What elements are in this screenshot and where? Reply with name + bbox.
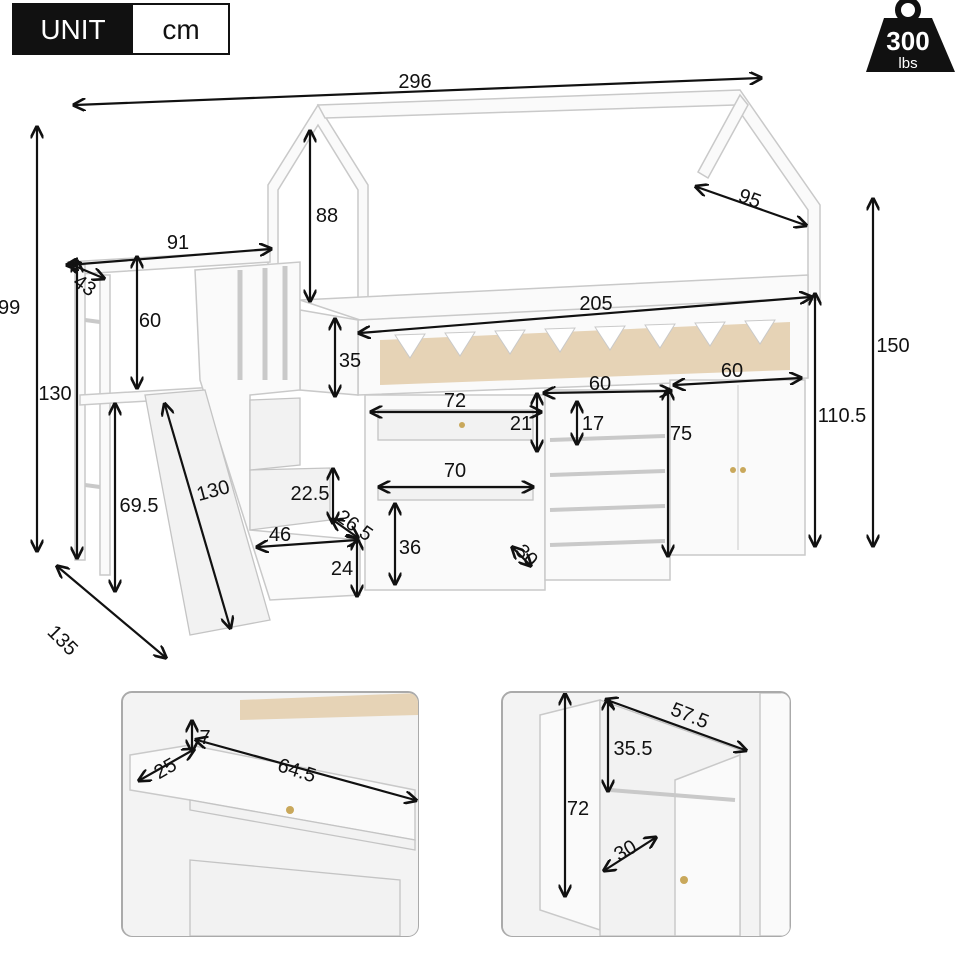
drawer-height-label: 21: [510, 413, 532, 435]
guard-height-label: 60: [139, 310, 161, 332]
drawer-section-width-label: 72: [444, 390, 466, 412]
rail-height-label: 35: [339, 350, 361, 372]
weight-capacity-icon: 300 lbs: [866, 0, 955, 72]
unit-value: cm: [162, 14, 199, 45]
weight-value: 300: [886, 26, 929, 56]
shelf-spacing-label: 17: [582, 413, 604, 435]
platform-height-label: 130: [38, 383, 71, 405]
under-platform-height-label: 69.5: [120, 495, 159, 517]
drawer-height-detail-label: 7: [199, 727, 210, 749]
weight-unit: lbs: [898, 55, 917, 72]
unit-indicator: UNIT cm: [12, 3, 230, 55]
shelf-section-width-label: 60: [589, 373, 611, 395]
total-height-label: 150: [876, 335, 909, 357]
wardrobe-width-label: 60: [721, 360, 743, 382]
overall-height-label: 99: [0, 297, 20, 319]
overall-length-label: 296: [398, 71, 431, 93]
step-height-label: 22.5: [291, 483, 330, 505]
dimension-lines: [37, 78, 873, 657]
overall-depth-label: 135: [43, 621, 82, 660]
bed-length-label: 205: [579, 293, 612, 315]
bed-illustration: [66, 89, 821, 636]
roof-height-label: 88: [316, 205, 338, 227]
cabinet-height-label: 75: [670, 423, 692, 445]
desk-width-label: 70: [444, 460, 466, 482]
drawer-detail-panel: 7 25 64.5: [121, 691, 419, 937]
bottom-step-height-label: 24: [331, 558, 353, 580]
bed-height-label: 110.5: [818, 405, 867, 427]
wardrobe-detail-panel: 57.5 35.5 72 30: [501, 691, 791, 937]
wardrobe-height-label: 72: [567, 798, 589, 820]
wardrobe-upper-height-label: 35.5: [614, 738, 653, 760]
lower-shelf-height-label: 36: [399, 537, 421, 559]
step-width-label: 46: [269, 524, 291, 546]
platform-width-label: 91: [167, 232, 189, 254]
unit-label: UNIT: [40, 14, 105, 45]
